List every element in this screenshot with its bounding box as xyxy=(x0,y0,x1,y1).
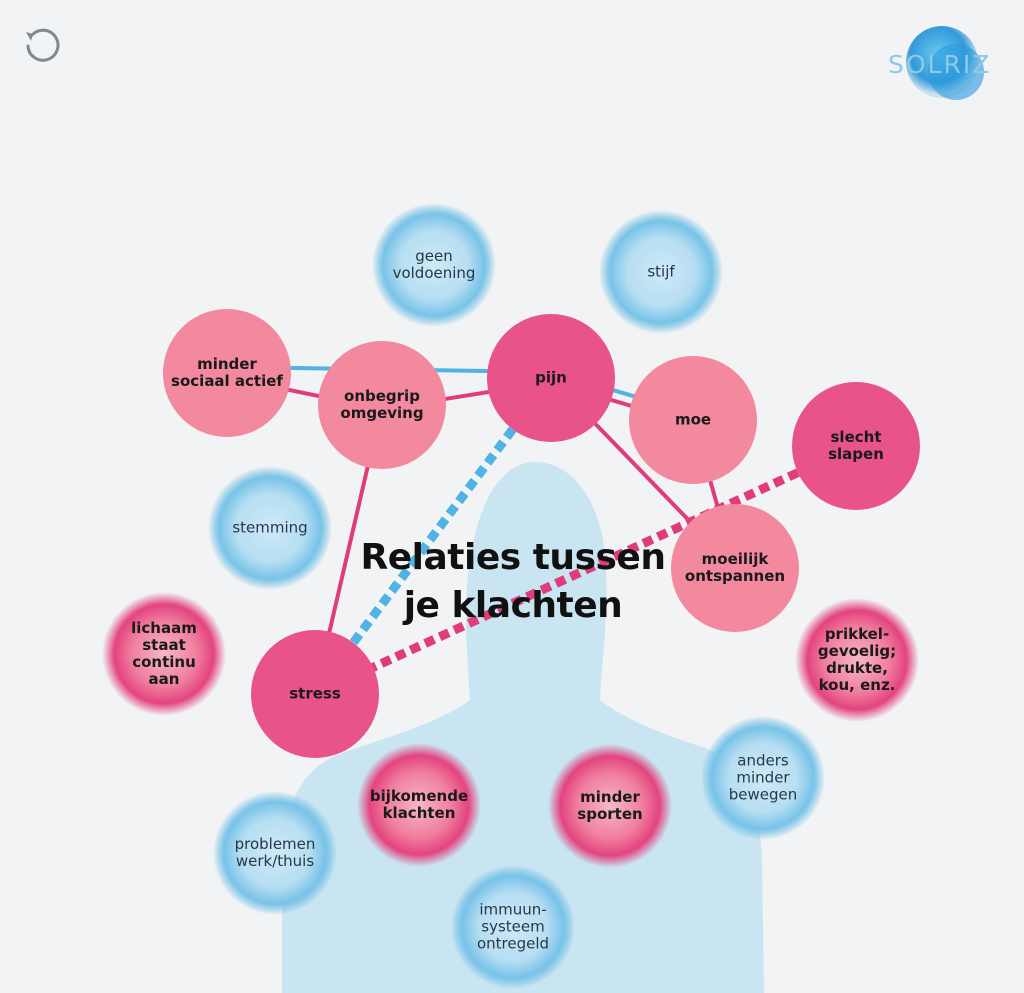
node-pijn[interactable] xyxy=(487,314,615,442)
node-lichaam-staat-continu-aan[interactable] xyxy=(102,592,226,716)
node-moeilijk-ontspannen[interactable] xyxy=(671,504,799,632)
node-stress[interactable] xyxy=(251,630,379,758)
diagram-title: Relaties tussen je klachten xyxy=(360,537,666,626)
edge-slecht-slapen-to-stress xyxy=(313,441,858,699)
logo-text: SOLRIZ xyxy=(888,50,992,79)
node-minder-sociaal-actief[interactable] xyxy=(163,309,291,437)
reset-button[interactable] xyxy=(22,24,64,66)
node-anders-minder-bewegen[interactable] xyxy=(701,716,825,840)
node-geen-voldoening[interactable] xyxy=(372,203,496,327)
node-stijf[interactable] xyxy=(599,210,723,334)
node-moe[interactable] xyxy=(629,356,757,484)
node-problemen-werk-thuis[interactable] xyxy=(213,791,337,915)
node-immuunsysteem-ontregeld[interactable] xyxy=(451,865,575,989)
node-bijkomende-klachten[interactable] xyxy=(357,743,481,867)
solriz-logo: SOLRIZ xyxy=(884,22,1006,106)
node-slecht-slapen[interactable] xyxy=(792,382,920,510)
node-minder-sporten[interactable] xyxy=(548,744,672,868)
node-stemming[interactable] xyxy=(208,466,332,590)
edge-pijn-to-stress xyxy=(311,375,555,697)
undo-icon xyxy=(26,28,60,62)
node-prikkelgevoelig[interactable] xyxy=(795,598,919,722)
node-onbegrip-omgeving[interactable] xyxy=(318,341,446,469)
